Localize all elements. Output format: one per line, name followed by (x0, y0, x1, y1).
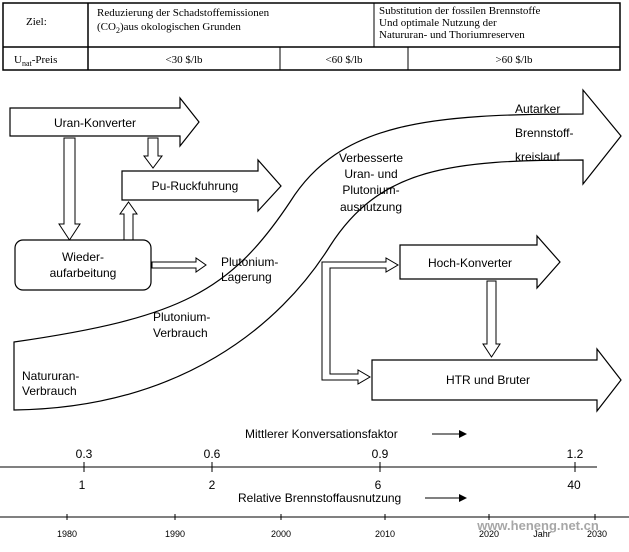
band-to-hoch-arrow (321, 257, 399, 385)
jahr-label: Jahr (533, 529, 551, 539)
wiederaufarbeitung-label-2: aufarbeitung (50, 266, 117, 280)
conversion-factor-label: Mittlerer Konversationsfaktor (245, 427, 398, 441)
util-tick-label-2: 2 (209, 478, 216, 492)
uran-to-pu-arrow (143, 137, 163, 169)
util-tick-label-4: 40 (567, 478, 581, 492)
goal-left-line2: (CO2)aus okologischen Grunden (97, 21, 241, 35)
uran-to-wieder-arrow (58, 137, 81, 241)
conv-tick-label-3: 0.9 (372, 447, 389, 461)
year-1980: 1980 (57, 529, 77, 539)
conversion-scale-ticks (83, 462, 576, 472)
hoch-konverter-arrow (399, 234, 561, 290)
year-1990: 1990 (165, 529, 185, 539)
price-row-label: Unat-Preis (14, 54, 57, 68)
uran-konverter-label: Uran-Konverter (54, 116, 136, 130)
hoch-to-htr-arrow (482, 280, 501, 358)
time-axis-ticks (66, 514, 596, 520)
verbesserte-label-1: Verbesserte (339, 151, 403, 165)
watermark: www.heneng.net.cn (476, 518, 599, 533)
conv-tick-label-2: 0.6 (204, 447, 221, 461)
pu-ruckfuhrung-arrow (121, 158, 282, 213)
price-under-30: <30 $/lb (165, 54, 203, 66)
conv-tick-label-4: 1.2 (567, 447, 584, 461)
hoch-konverter-label: Hoch-Konverter (428, 256, 512, 270)
autarker-label-1: Autarker (515, 102, 560, 116)
verbesserte-label-3: Plutonium- (342, 183, 399, 197)
year-2030: 2030 (587, 529, 607, 539)
plutonium-lagerung-label-1: Plutonium- (221, 255, 278, 269)
uran-konverter-arrow (9, 96, 200, 148)
goal-left-line1: Reduzierung der Schadstoffemissionen (97, 7, 270, 19)
fuel-utilisation-label: Relative Brennstoffausnutzung (238, 491, 401, 505)
table-outer-border (2, 2, 621, 71)
goal-right-line1: Substitution der fossilen Brennstoffe (379, 5, 541, 17)
verbesserte-label-2: Uran- und (344, 167, 397, 181)
fuel-cycle-band (13, 88, 622, 411)
verbesserte-label-4: ausnutzung (340, 200, 402, 214)
wiederaufarbeitung-label-1: Wieder- (62, 250, 104, 264)
util-tick-label-1: 1 (79, 478, 86, 492)
util-tick-label-3: 6 (375, 478, 382, 492)
htr-bruter-label: HTR und Bruter (446, 373, 530, 387)
autarker-label-2: Brennstoff- (515, 126, 573, 140)
wieder-to-lagerung-arrow (151, 257, 207, 273)
pu-ruckfuhrung-label: Pu-Ruckfuhrung (152, 179, 239, 193)
price-over-60: >60 $/lb (495, 54, 533, 66)
wiederaufarbeitung-box (14, 239, 152, 291)
year-2010: 2010 (375, 529, 395, 539)
natururan-label-1: Natururan- (22, 369, 79, 383)
conv-tick-label-1: 0.3 (76, 447, 93, 461)
wieder-to-pu-arrow (119, 201, 138, 241)
plutonium-verbrauch-label-2: Verbrauch (153, 326, 208, 340)
goals-table (2, 2, 621, 71)
autarker-label-3: kreislauf (515, 150, 560, 164)
ziel-label: Ziel: (26, 16, 47, 28)
plutonium-lagerung-label-2: Lagerung (221, 270, 272, 284)
natururan-label-2: Verbrauch (22, 384, 77, 398)
year-2020: 2020 (479, 529, 499, 539)
htr-bruter-arrow (371, 347, 622, 413)
plutonium-verbrauch-label-1: Plutonium- (153, 310, 210, 324)
goal-right-line2: Und optimale Nutzung der (379, 17, 497, 29)
price-under-60: <60 $/lb (325, 54, 363, 66)
year-2000: 2000 (271, 529, 291, 539)
goal-right-line3: Natururan- und Thoriumreserven (379, 29, 525, 41)
